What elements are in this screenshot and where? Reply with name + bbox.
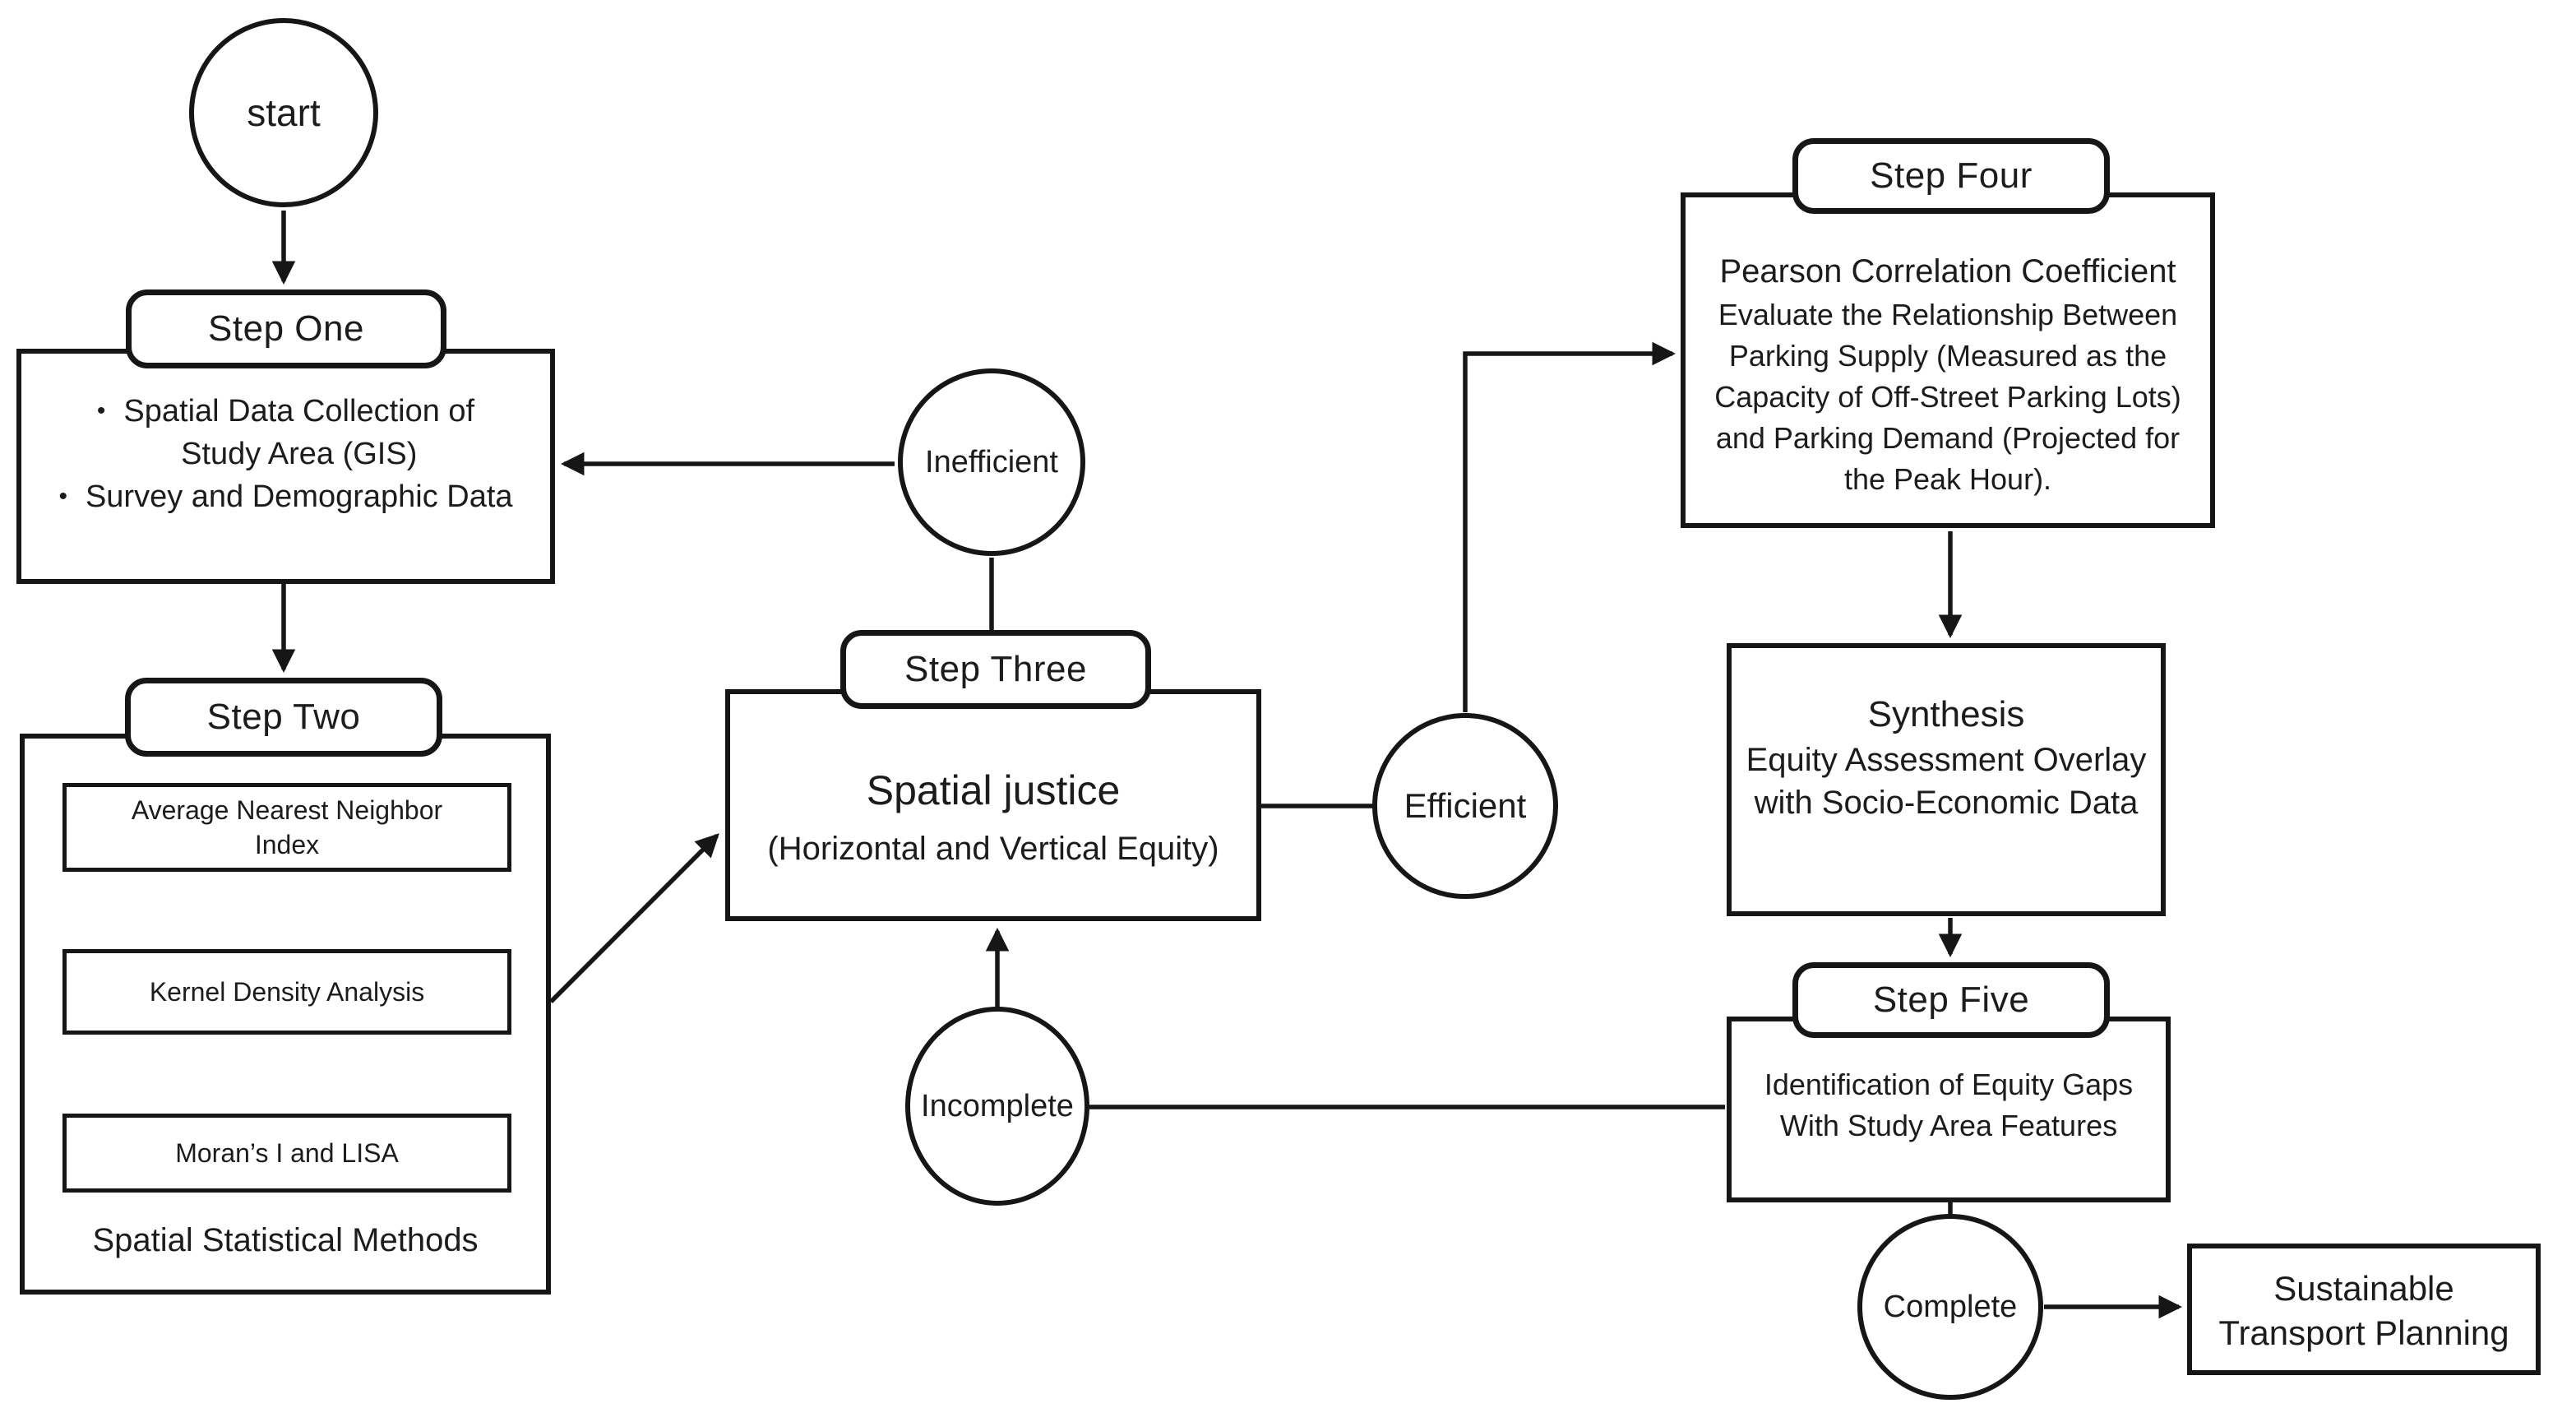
outcome-line1: Sustainable — [2273, 1269, 2454, 1308]
step-four-tab-label: Step Four — [1870, 155, 2033, 196]
step-one-bullet1-line2: Study Area (GIS) — [181, 437, 418, 471]
synthesis-line1: Equity Assessment Overlay — [1746, 742, 2147, 778]
efficient-label: Efficient — [1404, 786, 1527, 825]
step-four-title: Pearson Correlation Coefficient — [1719, 253, 2176, 289]
step-five-line1: Identification of Equity Gaps — [1764, 1068, 2134, 1101]
kernel-label: Kernel Density Analysis — [149, 977, 425, 1007]
step-four-box: Pearson Correlation Coefficient Evaluate… — [1681, 192, 2215, 528]
arrow-step-two-to-step-three — [549, 833, 719, 1003]
step-two-method-moran: Moran’s I and LISA — [62, 1114, 511, 1193]
step-one-bullet1-line1: Spatial Data Collection of — [123, 394, 475, 428]
step-two-box: Average Nearest Neighbor Index Kernel De… — [20, 734, 551, 1295]
step-three-box: Spatial justice (Horizontal and Vertical… — [725, 689, 1261, 921]
step-five-tab: Step Five — [1792, 962, 2110, 1038]
ann-line1: Average Nearest Neighbor — [131, 795, 443, 825]
step-four-tab: Step Four — [1792, 138, 2110, 214]
step-one-box: • Spatial Data Collection of Study Area … — [16, 349, 555, 584]
step-two-tab: Step Two — [125, 678, 442, 757]
synthesis-line2: with Socio-Economic Data — [1754, 785, 2139, 821]
step-two-caption: Spatial Statistical Methods — [92, 1222, 479, 1258]
moran-label: Moran’s I and LISA — [175, 1138, 399, 1168]
step-one-bullet-2: • Survey and Demographic Data — [58, 475, 512, 518]
bullet-icon: • — [58, 483, 67, 510]
efficient-node: Efficient — [1372, 713, 1558, 899]
step-three-title: Spatial justice — [866, 767, 1121, 813]
step-three-tab: Step Three — [840, 630, 1151, 709]
step-four-line5: the Peak Hour). — [1843, 462, 2052, 496]
step-five-line2: With Study Area Features — [1779, 1109, 2118, 1142]
start-node: start — [189, 18, 378, 207]
step-one-bullet-1: • Spatial Data Collection of Study Area … — [97, 390, 474, 475]
incomplete-node: Incomplete — [905, 1007, 1089, 1206]
step-four-line1: Evaluate the Relationship Between — [1718, 298, 2178, 331]
step-four-line2: Parking Supply (Measured as the — [1728, 339, 2167, 373]
outcome-line2: Transport Planning — [2218, 1313, 2509, 1352]
outcome-box: Sustainable Transport Planning — [2187, 1244, 2541, 1375]
step-one-tab-label: Step One — [208, 308, 364, 349]
complete-label: Complete — [1883, 1289, 2018, 1324]
step-two-method-kernel: Kernel Density Analysis — [62, 949, 511, 1035]
inefficient-label: Inefficient — [925, 444, 1058, 479]
step-two-tab-label: Step Two — [206, 697, 361, 737]
start-label: start — [247, 91, 321, 134]
ann-line2: Index — [254, 830, 320, 859]
step-four-line4: and Parking Demand (Projected for — [1715, 421, 2181, 455]
step-five-box: Identification of Equity Gaps With Study… — [1727, 1017, 2171, 1202]
step-five-tab-label: Step Five — [1872, 980, 2030, 1020]
synthesis-box: Synthesis Equity Assessment Overlay with… — [1727, 643, 2166, 916]
bullet-icon: • — [96, 397, 106, 424]
step-three-subtitle: (Horizontal and Vertical Equity) — [767, 831, 1219, 867]
step-three-tab-label: Step Three — [904, 649, 1087, 689]
step-one-bullet2-text: Survey and Demographic Data — [85, 479, 513, 514]
inefficient-node: Inefficient — [898, 368, 1085, 556]
step-two-method-ann: Average Nearest Neighbor Index — [62, 783, 511, 872]
step-one-tab: Step One — [126, 289, 446, 368]
incomplete-label: Incomplete — [921, 1088, 1074, 1123]
step-four-line3: Capacity of Off-Street Parking Lots) — [1714, 380, 2181, 414]
synthesis-title: Synthesis — [1867, 694, 2025, 734]
complete-node: Complete — [1857, 1214, 2043, 1400]
arrow-efficient-to-step-four — [1463, 341, 1676, 712]
